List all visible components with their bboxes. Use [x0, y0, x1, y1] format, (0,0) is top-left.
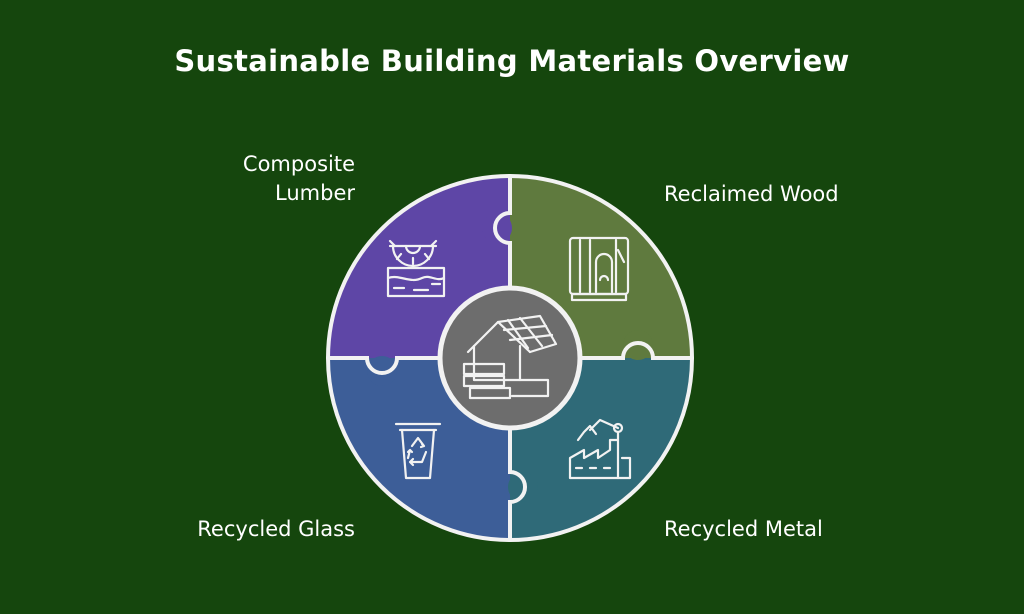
divider-left: [326, 356, 440, 375]
label-recycled-metal: Recycled Metal: [664, 517, 823, 541]
label-reclaimed-wood: Reclaimed Wood: [664, 182, 839, 206]
segment-recycled-metal: [510, 358, 692, 540]
wood-panel-icon: [568, 236, 630, 302]
segment-reclaimed-wood: [510, 176, 692, 358]
diagram-title: Sustainable Building Materials Overview: [174, 44, 850, 78]
gear-on-plank-icon: [386, 239, 446, 298]
label-composite-lumber: Composite Lumber: [242, 152, 355, 205]
factory-icon: [568, 418, 632, 480]
center-hub: [437, 285, 583, 431]
divider-bottom: [508, 428, 527, 542]
segment-recycled-glass: [328, 358, 510, 540]
recycling-bin-icon: [394, 422, 442, 480]
label-recycled-glass: Recycled Glass: [197, 517, 355, 541]
divider-top: [493, 174, 512, 288]
solar-house-icon: [462, 314, 558, 400]
puzzle-tab: [508, 472, 538, 502]
divider-right: [580, 341, 694, 360]
